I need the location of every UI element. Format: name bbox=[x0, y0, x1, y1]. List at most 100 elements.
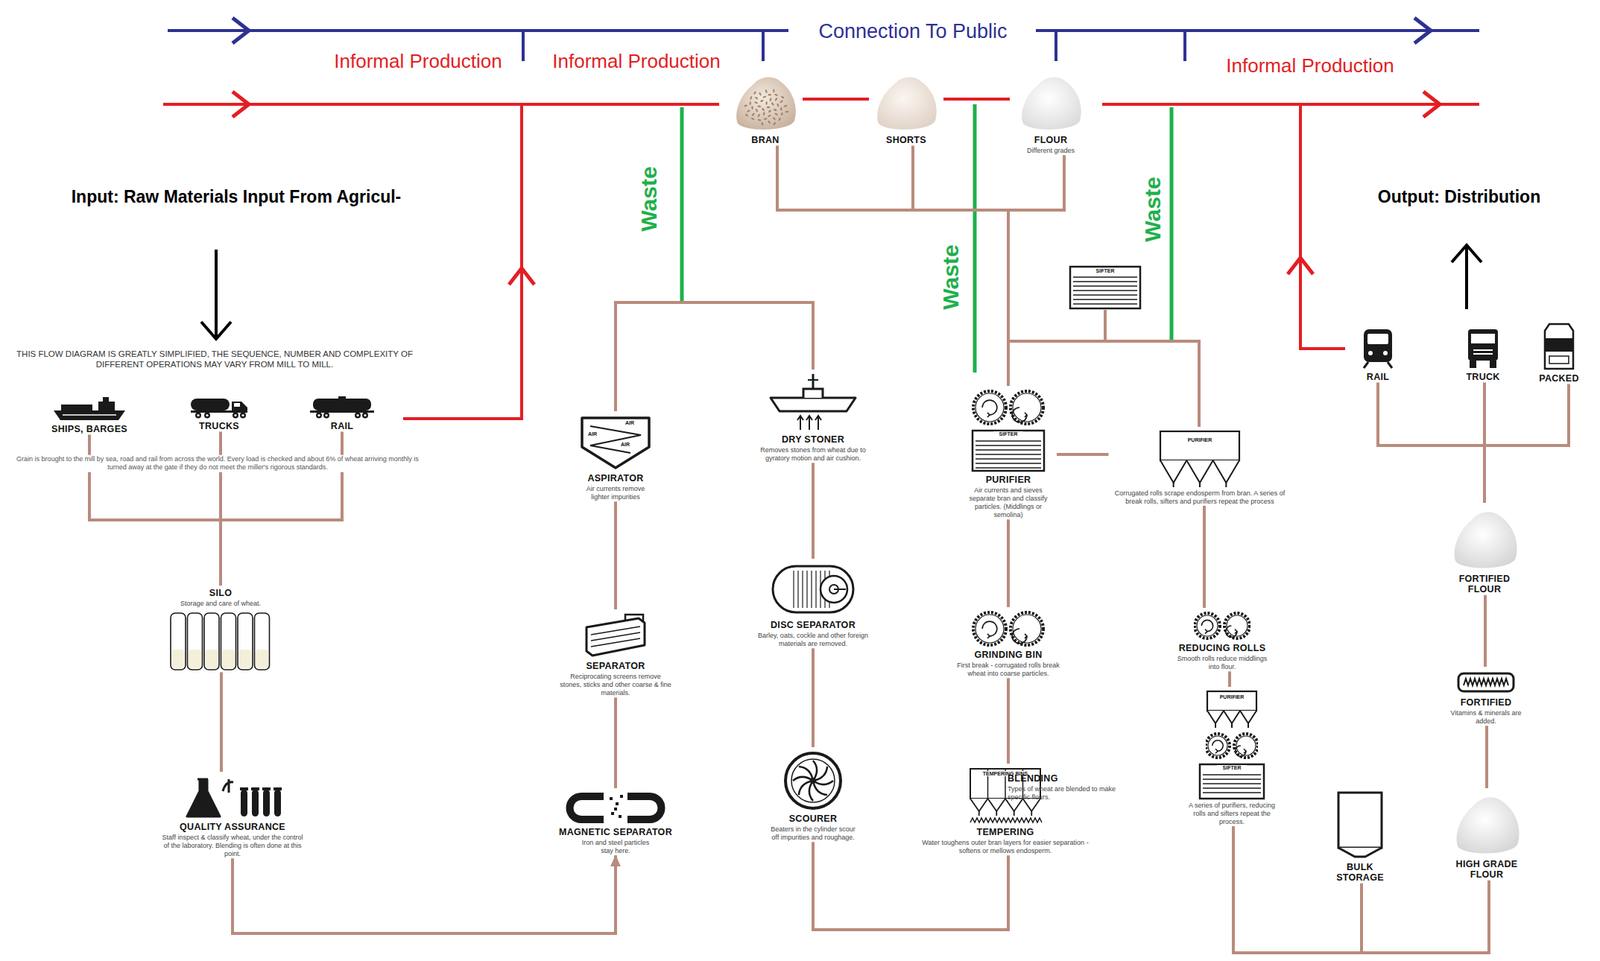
icon-shape bbox=[1202, 792, 1261, 794]
icon-shape bbox=[1449, 506, 1521, 572]
icon-shape bbox=[1235, 745, 1247, 757]
icon-shape bbox=[312, 398, 372, 411]
product-pile: FORTIFIED FLOUR bbox=[1447, 503, 1522, 596]
icon: SIFTER bbox=[1068, 265, 1142, 311]
icon-shape bbox=[570, 796, 605, 820]
icon-shape bbox=[1021, 77, 1082, 130]
icon-shape bbox=[615, 802, 619, 806]
icon-shape bbox=[754, 108, 758, 113]
icon-shape bbox=[801, 570, 803, 609]
icon-shape bbox=[748, 101, 752, 106]
icon-shape bbox=[1231, 723, 1233, 729]
icon-shape bbox=[234, 403, 240, 407]
flow-connector bbox=[1377, 382, 1485, 504]
step-title: SCOURER bbox=[764, 813, 862, 825]
icon-shape bbox=[970, 798, 989, 812]
flow-connector bbox=[614, 501, 618, 610]
note-text: THIS FLOW DIAGRAM IS GREATLY SIMPLIFIED,… bbox=[5, 348, 424, 371]
icon bbox=[1451, 791, 1523, 858]
icon-shape bbox=[1012, 393, 1042, 422]
icon bbox=[1464, 327, 1502, 370]
icon-shape bbox=[973, 391, 1007, 425]
icon-shape bbox=[362, 412, 369, 419]
icon-shape bbox=[1338, 848, 1382, 858]
product-pile: HIGH GRADE FLOUR bbox=[1447, 788, 1527, 881]
transport-icon: RAIL bbox=[304, 393, 380, 432]
icon-shape bbox=[618, 815, 622, 819]
flow-connector bbox=[777, 145, 1009, 387]
icon-shape bbox=[767, 119, 771, 124]
flow-connector bbox=[1006, 519, 1010, 608]
waste-label: Waste bbox=[636, 166, 662, 232]
icon-shape bbox=[757, 119, 761, 122]
icon-shape bbox=[1225, 482, 1227, 488]
icon-shape bbox=[187, 613, 203, 670]
icon-shape bbox=[1160, 460, 1187, 483]
icon-shape bbox=[1070, 266, 1141, 309]
icon-shape bbox=[754, 96, 759, 100]
icon-shape bbox=[578, 414, 653, 471]
icon bbox=[967, 389, 1050, 427]
icon-shape bbox=[190, 398, 230, 411]
icon-label: AIR bbox=[621, 420, 638, 426]
icon-shape bbox=[582, 418, 650, 469]
icon-shape bbox=[586, 618, 645, 656]
step-description: Storage and care of wheat. bbox=[164, 599, 277, 609]
icon bbox=[1449, 506, 1521, 572]
icon-shape bbox=[232, 412, 239, 419]
icon-label: SIFTER bbox=[1090, 268, 1121, 274]
step-title: QUALITY ASSURANCE bbox=[157, 821, 308, 833]
icon-shape bbox=[750, 117, 755, 120]
icon-shape bbox=[807, 379, 819, 381]
icon-shape bbox=[1202, 783, 1261, 785]
icon-shape bbox=[590, 426, 641, 454]
icon-shape bbox=[609, 797, 613, 801]
step-description: Iron and steel particles stay here. bbox=[578, 839, 653, 856]
icon bbox=[1540, 321, 1578, 372]
icon-shape bbox=[251, 787, 260, 791]
icon-shape bbox=[1359, 327, 1397, 370]
icon-shape bbox=[205, 414, 208, 417]
step-title: PURIFIER bbox=[959, 474, 1057, 486]
icon-shape bbox=[768, 561, 858, 618]
icon-shape bbox=[975, 614, 1004, 644]
icon-shape bbox=[982, 400, 998, 416]
icon-shape bbox=[731, 71, 799, 133]
icon-shape bbox=[815, 415, 822, 430]
icon-label: AIR bbox=[584, 431, 601, 437]
icon-shape bbox=[970, 818, 1042, 823]
icon-shape bbox=[767, 114, 772, 118]
step-description: Beaters in the cylinder scour off impuri… bbox=[769, 825, 858, 843]
note-text: Grain is brought to the mill by sea, roa… bbox=[8, 455, 427, 473]
waste-label: Waste bbox=[938, 244, 964, 310]
process-step: AIRAIRAIRASPIRATORAir currents remove li… bbox=[570, 411, 661, 502]
icon-shape bbox=[812, 374, 815, 390]
icon-shape bbox=[744, 113, 749, 118]
icon-shape bbox=[1073, 294, 1138, 296]
icon-shape bbox=[1021, 77, 1082, 130]
icon-shape bbox=[978, 811, 980, 817]
process-step: SCOURERBeaters in the cylinder scour off… bbox=[764, 747, 862, 843]
transport-icon: TRUCKS bbox=[181, 393, 257, 432]
flow-connector bbox=[1006, 678, 1010, 764]
icon-shape bbox=[792, 570, 794, 609]
waste-line bbox=[681, 104, 1172, 373]
step-description: Barley, oats, cockle and other foreign m… bbox=[753, 631, 873, 649]
icon-shape bbox=[1453, 511, 1517, 568]
icon-shape bbox=[614, 807, 618, 811]
icon-shape bbox=[1338, 792, 1382, 849]
icon-shape bbox=[1212, 740, 1223, 752]
icon-shape bbox=[239, 649, 252, 669]
icon-shape bbox=[975, 449, 1042, 451]
icon-shape bbox=[1456, 669, 1516, 696]
icon-label: PURIFIER bbox=[1173, 437, 1226, 443]
icon-shape bbox=[590, 626, 641, 647]
icon-shape bbox=[1243, 748, 1247, 754]
icon-shape bbox=[776, 103, 780, 108]
icon-shape bbox=[234, 414, 237, 417]
icon: PURIFIER bbox=[1158, 429, 1241, 489]
step-title: SHIPS, BARGES bbox=[40, 424, 138, 435]
icon-shape bbox=[323, 412, 330, 419]
icon-shape bbox=[988, 798, 1007, 812]
icon-shape bbox=[1201, 620, 1213, 632]
